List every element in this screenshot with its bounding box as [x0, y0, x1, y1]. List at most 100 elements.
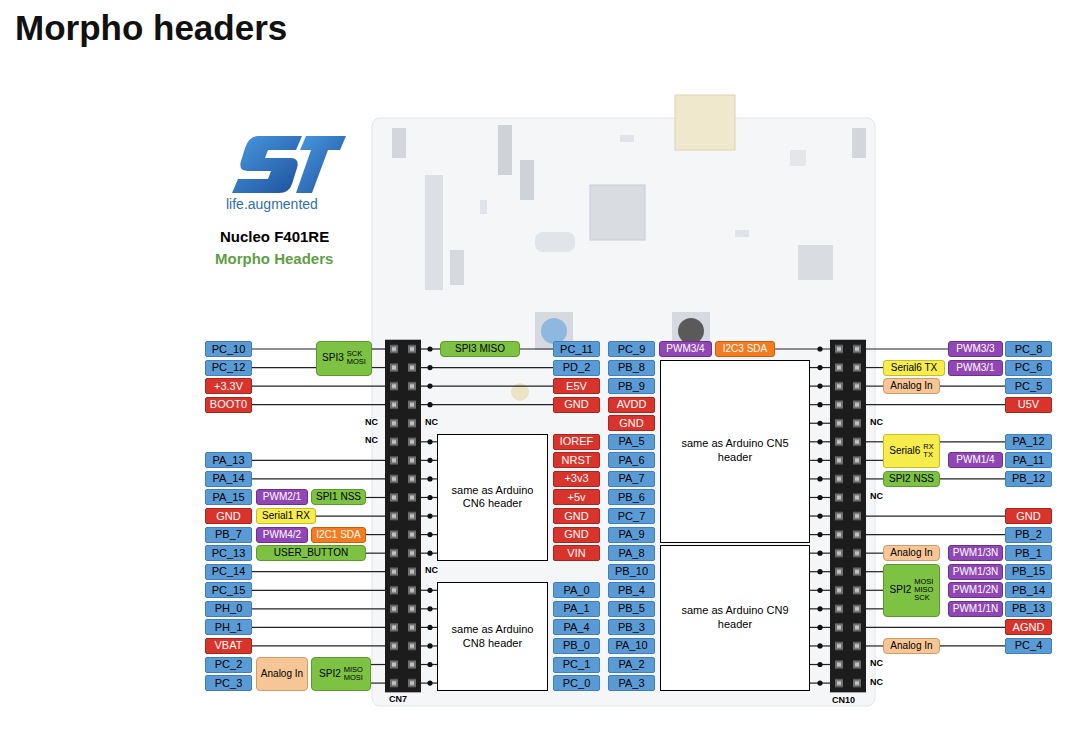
pin-label: PD_2 [553, 360, 600, 376]
text-group: PA_14 [212, 473, 244, 484]
text-group: PH_0 [215, 603, 243, 614]
node-text: PA_15 [212, 492, 244, 503]
text-group: same as Arduino CN6 header [446, 484, 539, 512]
text-group: SPI1 NSS [316, 492, 361, 502]
node-text: GND [216, 511, 240, 522]
text-group: PB_2 [1015, 529, 1042, 540]
text-group: PWM3/3 [956, 344, 994, 354]
pin-wire [252, 608, 385, 609]
power-pin-label: VBAT [205, 638, 252, 654]
pin-dot [427, 680, 432, 685]
node-text: PC_3 [215, 678, 243, 689]
signal-name: MISO [344, 666, 363, 674]
pin-label: PA_5 [608, 434, 655, 450]
node-text: VBAT [215, 640, 243, 651]
signal-name: SCK [347, 350, 366, 358]
text-group: Analog In [261, 668, 303, 681]
node-text: PA_1 [563, 603, 589, 614]
pin-label: PC_9 [608, 341, 655, 357]
pin-label: PB_9 [608, 378, 655, 394]
brand-text: life.augmented [226, 197, 318, 212]
node-text: SPI2 [319, 669, 341, 679]
green-function-box: SPI2MISOMOSI [311, 657, 371, 692]
text-group: PC_9 [618, 344, 646, 355]
node-text: VIN [567, 548, 585, 559]
text-group: PA_2 [618, 659, 644, 670]
node-text: SPI3 MISO [455, 344, 505, 354]
pwm-function-box: PWM1/3N [948, 545, 1003, 561]
node-text: PA_14 [212, 473, 244, 484]
text-group: PB_5 [618, 603, 645, 614]
power-pin-label: VIN [553, 545, 600, 561]
node-text: PA_0 [563, 585, 589, 596]
analog-function-box: Analog In [256, 657, 308, 692]
power-pin-label: GND [608, 415, 655, 431]
nc-label: NC [870, 659, 883, 669]
text-group: U5V [1018, 399, 1039, 410]
green-function-box: SPI3SCKMOSI [316, 341, 372, 376]
node-text: U5V [1018, 399, 1039, 410]
node-text: PWM1/2N [953, 585, 999, 595]
text-group: Serial6 TX [891, 363, 938, 373]
text-group: NRST [562, 455, 592, 466]
pin-label: PB_3 [608, 619, 655, 635]
pin-dot [817, 402, 822, 407]
swd-header [425, 175, 443, 290]
pin-wire [866, 515, 1005, 516]
pin-dot [817, 458, 822, 463]
pin-label: PA_1 [553, 601, 600, 617]
pin-label: PH_0 [205, 601, 252, 617]
text-group: I2C3 SDA [723, 344, 767, 354]
node-text: PB_7 [215, 529, 242, 540]
power-pin-label: GND [553, 508, 600, 524]
green-function-box: SPI2MOSIMISOSCK [883, 564, 940, 617]
node-text: PC_13 [212, 548, 246, 559]
signal-connector [520, 348, 553, 349]
text-group: PA_3 [618, 678, 644, 689]
node-text: PWM2/1 [263, 492, 301, 502]
pin-dot [817, 384, 822, 389]
pin-wire [866, 553, 883, 554]
node-text: SPI2 NSS [889, 474, 934, 484]
signal-name: MOSI [347, 358, 366, 366]
pin-dot [427, 551, 432, 556]
pin-wire [421, 386, 553, 387]
text-group: IOREF [560, 436, 594, 447]
node-text: PWM1/4 [956, 455, 994, 465]
pin-label: PC_2 [205, 657, 252, 673]
pin-dot [427, 365, 432, 370]
node-text: PA_7 [618, 473, 644, 484]
pin-dot [817, 421, 822, 426]
node-text: PB_8 [618, 362, 645, 373]
pin-dot [817, 625, 822, 630]
node-text: PB_2 [1015, 529, 1042, 540]
node-text: PB_1 [1015, 548, 1042, 559]
pin-label: PC_4 [1005, 638, 1052, 654]
node-text: AGND [1013, 622, 1045, 633]
pin-label: PB_2 [1005, 527, 1052, 543]
text-group: PC_15 [212, 585, 246, 596]
i2c-function-box: I2C1 SDA [311, 527, 366, 543]
power-pin-label: AVDD [608, 397, 655, 413]
text-group: BOOT0 [210, 399, 247, 410]
pin-label: PC_6 [1005, 360, 1052, 376]
pin-label: PA_11 [1005, 452, 1052, 468]
text-group: PA_0 [563, 585, 589, 596]
text-group: PH_1 [215, 622, 243, 633]
pin-label: PC_5 [1005, 378, 1052, 394]
power-pin-label: AGND [1005, 619, 1052, 635]
pin-dot [427, 532, 432, 537]
node-text: PA_9 [618, 529, 644, 540]
node-text: PC_9 [618, 344, 646, 355]
pin-wire [366, 497, 385, 498]
power-pin-label: +3.3V [205, 378, 252, 394]
pin-wire [866, 478, 883, 479]
pin-wires [252, 346, 1005, 685]
pin-dot [817, 606, 822, 611]
node-text: PC_12 [212, 362, 246, 373]
pin-dot [817, 662, 822, 667]
pwm-function-box: PWM3/3 [948, 341, 1003, 357]
text-group: VIN [567, 548, 585, 559]
node-text: PB_5 [618, 603, 645, 614]
resistor [480, 200, 487, 214]
